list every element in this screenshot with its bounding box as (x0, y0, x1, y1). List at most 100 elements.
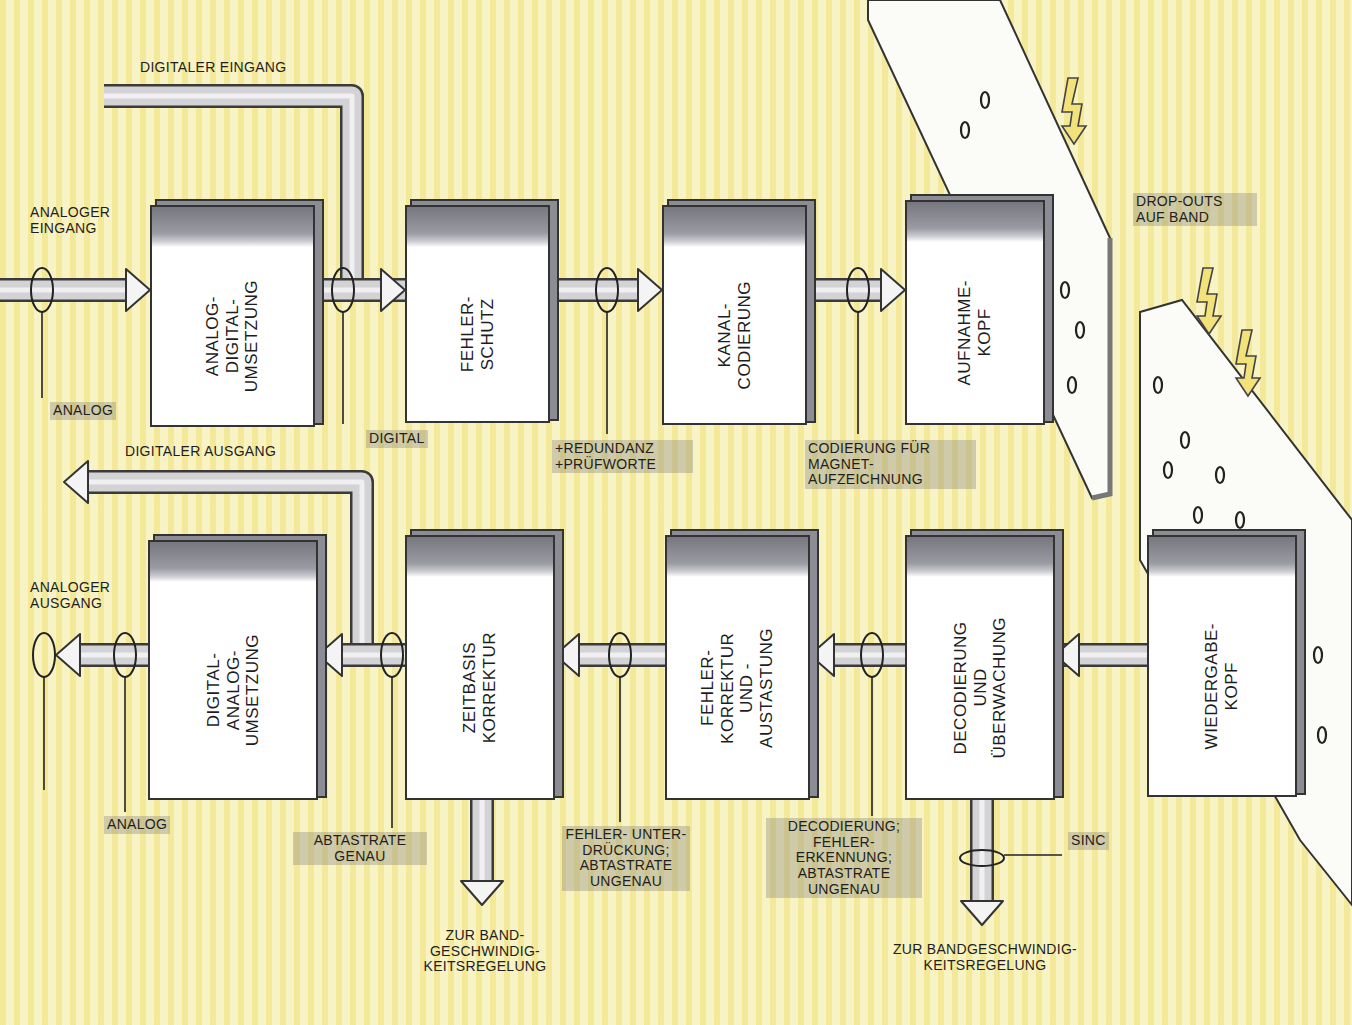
control-output-pipe-shine (980, 800, 985, 903)
head-box: AUFNAHME- KOPF (905, 200, 1045, 425)
connector-body (807, 281, 883, 300)
leader-line (43, 677, 45, 790)
drop-out (1068, 377, 1076, 393)
process-box: DECODIERUNG UND ÜBERWACHUNG (905, 535, 1055, 800)
signal-pipes (0, 96, 1147, 925)
process-box: ANALOG- DIGITAL- UMSETZUNG (150, 205, 315, 427)
measuring-ring (861, 633, 883, 677)
arrow-head (381, 269, 405, 311)
connector-body (315, 281, 383, 300)
process-box: KANAL- CODIERUNG (662, 205, 807, 425)
analog-input-pipe-outline (0, 278, 128, 302)
control-output-pipe-body (973, 800, 992, 903)
measuring-ring (960, 850, 1004, 866)
signal-label: FEHLER- UNTER- DRÜCKUNG; ABTASTRATE UNGE… (562, 826, 690, 891)
arrow-head (461, 881, 503, 905)
measuring-ring (381, 633, 403, 677)
tape-band (1140, 300, 1352, 905)
arrow-head (961, 901, 1003, 925)
measuring-ring (31, 268, 53, 312)
arrow-head (555, 634, 579, 676)
connector-shine (340, 653, 405, 658)
signal-label: DIGITALER AUSGANG (125, 444, 276, 460)
drop-out (1061, 282, 1069, 298)
drop-out (1314, 647, 1322, 663)
signal-pipe (550, 269, 662, 311)
signal-label: SINC (1068, 832, 1109, 850)
drop-out (1181, 432, 1189, 448)
process-box: FEHLER- KORREKTUR UND -AUSTASTUNG (665, 535, 810, 800)
process-box: DIGITAL- ANALOG- UMSETZUNG (148, 540, 318, 800)
signal-label: ANALOGER EINGANG (30, 205, 140, 236)
process-box: ZEITBASIS KORREKTUR (405, 535, 555, 800)
leader-line (1004, 854, 1062, 856)
box-label: ZEITBASIS KORREKTUR (460, 632, 499, 743)
signal-label: ANALOGER AUSGANG (30, 580, 140, 611)
drop-out (981, 92, 989, 108)
box-label: ANALOG- DIGITAL- UMSETZUNG (203, 280, 262, 392)
connector-body (832, 646, 905, 665)
connector-shine (1077, 653, 1147, 658)
connector-body (1077, 646, 1147, 665)
measuring-ring (847, 268, 869, 312)
control-output-pipe-shine (480, 800, 485, 883)
box-label: WIEDERGABE- KOPF (1202, 623, 1241, 749)
box-label: KANAL- CODIERUNG (715, 281, 754, 389)
arrow-head (126, 269, 150, 311)
leader-line (871, 677, 873, 816)
signal-label: ABTASTRATE GENAU (293, 832, 427, 865)
connector-outline (807, 278, 883, 302)
box-label: AUFNAHME- KOPF (955, 280, 994, 386)
arrow-head (638, 269, 662, 311)
drop-out (961, 122, 969, 138)
measuring-ring (332, 268, 354, 312)
arrow-head (810, 634, 834, 676)
connector-outline (340, 643, 405, 667)
signal-label: CODIERUNG FÜR MAGNET- AUFZEICHNUNG (805, 440, 976, 489)
leader-line (857, 312, 859, 434)
interference-bolt (1197, 268, 1221, 334)
arrow-head (1055, 634, 1079, 676)
measuring-ring (33, 633, 55, 677)
tape-band (868, 0, 1110, 498)
signal-label: +REDUNDANZ +PRÜFWORTE (552, 440, 693, 473)
analog-input-pipe-shine (0, 288, 128, 293)
connector-shine (577, 653, 665, 658)
signal-label: DIGITALER EINGANG (140, 60, 286, 76)
box-label: DECODIERUNG UND ÜBERWACHUNG (951, 617, 1010, 759)
box-label: FEHLER- KORREKTUR UND -AUSTASTUNG (698, 628, 776, 748)
leader-line (41, 312, 43, 398)
signal-pipe (810, 634, 905, 676)
connector-outline (315, 278, 383, 302)
signal-label: ANALOG (50, 402, 116, 420)
connector-shine (832, 653, 905, 658)
leader-line (619, 677, 621, 822)
tape-edge (1092, 238, 1110, 498)
connector-body (340, 646, 405, 665)
box-label: DIGITAL- ANALOG- UMSETZUNG (204, 634, 263, 746)
connector-shine (315, 288, 383, 293)
arrow-head (64, 461, 88, 503)
head-box: WIEDERGABE- KOPF (1147, 535, 1297, 797)
signal-label: DIGITAL (366, 430, 428, 448)
leader-line (342, 312, 344, 424)
drop-out (1216, 467, 1224, 483)
drop-out (1076, 322, 1084, 338)
connector-body (577, 646, 665, 665)
signal-pipe (555, 634, 665, 676)
signal-label: ZUR BANDGESCHWINDIG- KEITSREGELUNG (880, 942, 1090, 973)
drop-out (1154, 377, 1162, 393)
signal-label: ZUR BAND- GESCHWINDIG- KEITSREGELUNG (400, 928, 570, 975)
signal-label: ANALOG (104, 816, 170, 834)
signal-pipe (807, 269, 905, 311)
control-output-pipe-outline (470, 800, 494, 883)
connector-outline (577, 643, 665, 667)
leader-line (391, 677, 393, 828)
signal-label: DROP-OUTS AUF BAND (1133, 193, 1257, 226)
signal-pipe (315, 269, 405, 311)
drop-out (1318, 727, 1326, 743)
signal-pipe (318, 634, 405, 676)
connector-shine (807, 288, 883, 293)
signal-label: DECODIERUNG; FEHLER- ERKENNUNG; ABTASTRA… (766, 818, 922, 898)
